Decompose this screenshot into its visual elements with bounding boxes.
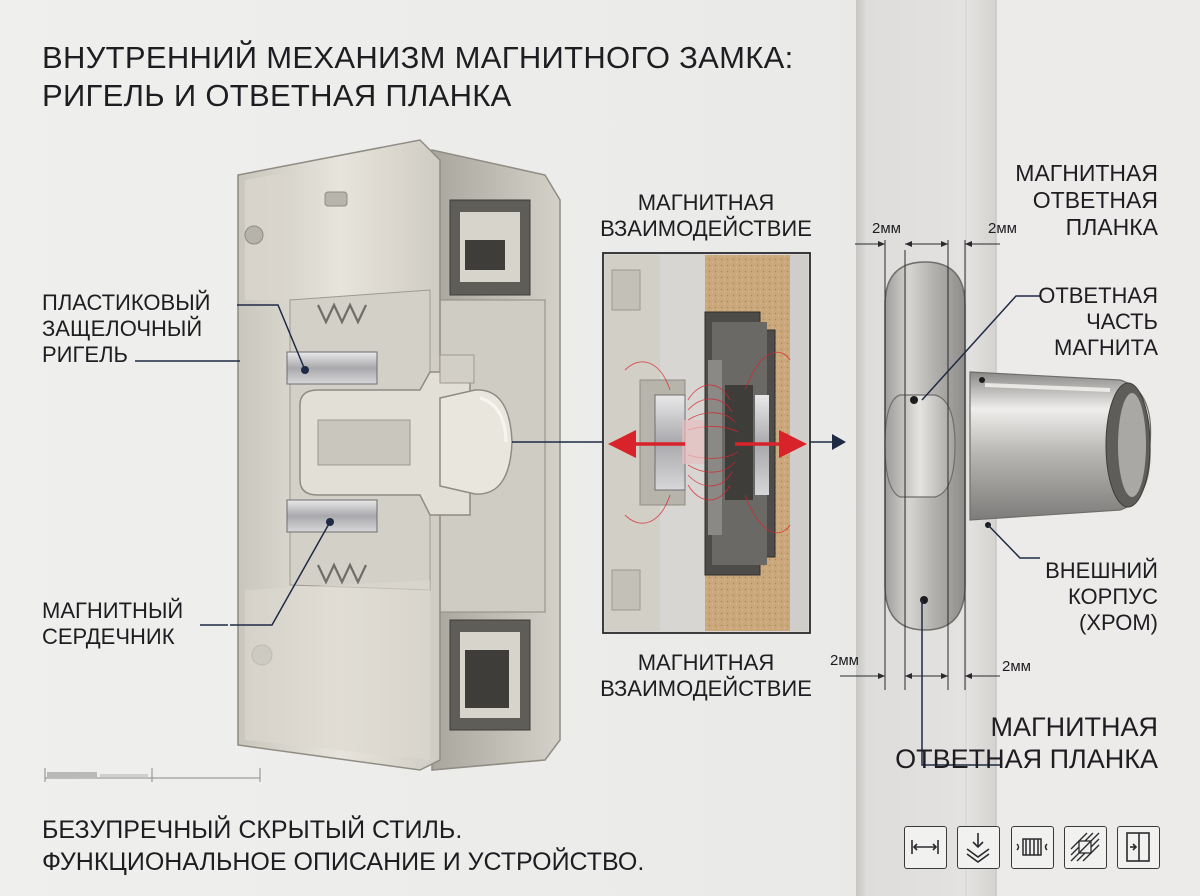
direction-arrow bbox=[832, 434, 846, 450]
dimension-bottom-right: 2мм bbox=[1002, 658, 1031, 675]
door-frame-icon bbox=[1117, 826, 1160, 869]
dimension-lines bbox=[840, 240, 1000, 690]
leader-lines bbox=[135, 295, 1040, 766]
dimension-top-right: 2мм bbox=[988, 220, 1017, 237]
scale-bar bbox=[44, 768, 261, 782]
dimension-top-left: 2мм bbox=[872, 220, 901, 237]
mount-down-icon bbox=[957, 826, 1000, 869]
chrome-strike-plate bbox=[884, 261, 1152, 631]
page-title-line-1: ВНУТРЕННИЙ МЕХАНИЗМ МАГНИТНОГО ЗАМКА: bbox=[42, 40, 794, 75]
latch-tongue bbox=[439, 389, 513, 495]
lower-core-bar bbox=[286, 499, 378, 533]
plastic-latch-mechanism bbox=[237, 139, 561, 771]
upper-core-bar bbox=[286, 351, 378, 385]
cutaway-inset bbox=[602, 252, 811, 634]
strike-magnet-pad bbox=[884, 394, 956, 498]
upper-spring bbox=[317, 302, 367, 325]
lower-spring bbox=[317, 562, 367, 585]
page-title-line-2: РИГЕЛЬ И ОТВЕТНАЯ ПЛАНКА bbox=[42, 78, 512, 113]
footer-line-1: БЕЗУПРЕЧНЫЙ СКРЫТЫЙ СТИЛЬ. bbox=[42, 816, 463, 844]
footer-line-2: ФУНКЦИОНАЛЬНОЕ ОПИСАНИЕ И УСТРОЙСТВО. bbox=[42, 848, 645, 876]
width-measure-icon bbox=[904, 826, 947, 869]
hatched-install-icon bbox=[1064, 826, 1107, 869]
magnet-coil-icon bbox=[1011, 826, 1054, 869]
dimension-bottom-left: 2мм bbox=[830, 652, 859, 669]
